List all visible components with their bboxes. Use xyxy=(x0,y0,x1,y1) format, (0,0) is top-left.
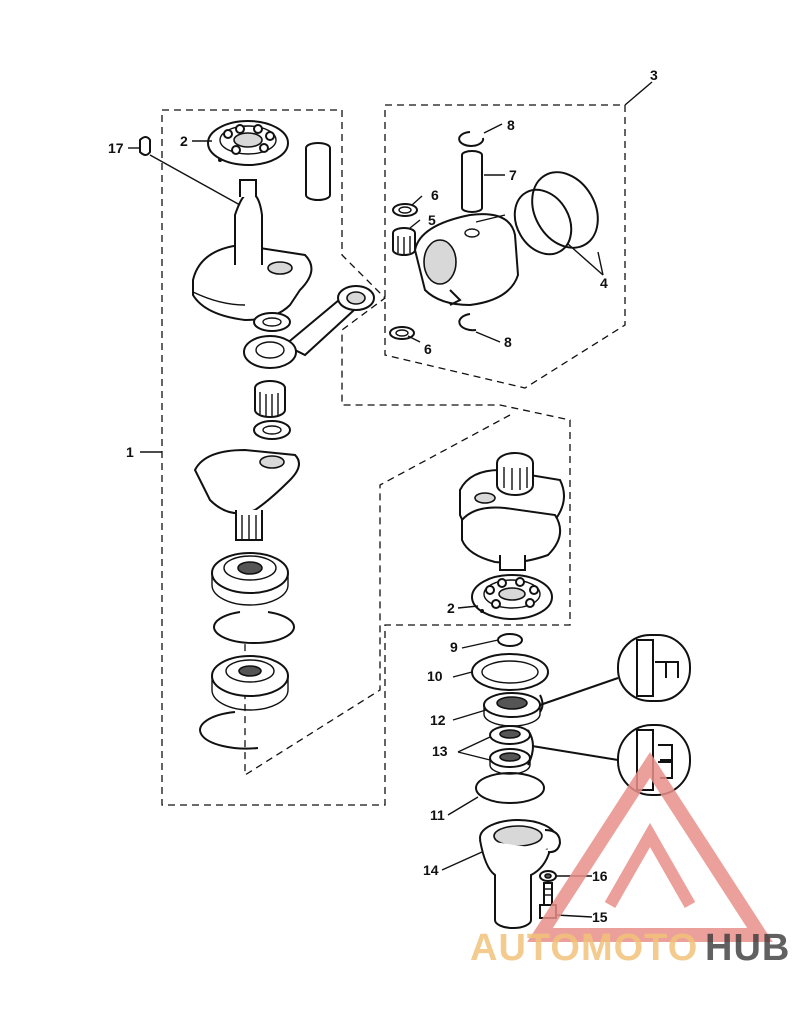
thrust-washer-upper xyxy=(253,312,291,332)
upper-crankshaft-half xyxy=(192,179,313,322)
retaining-ring-left xyxy=(213,611,295,644)
bearing-housing-14 xyxy=(479,819,562,929)
detail-inset-upper xyxy=(539,634,691,713)
thrust-washer-lower xyxy=(253,420,291,440)
piston-needle-bearing xyxy=(392,227,416,256)
watermark-text-secondary: HUB xyxy=(705,927,790,969)
piston-group-outline xyxy=(384,104,626,389)
callout-8-upper: 8 xyxy=(507,117,515,133)
lower-seal-carrier-left xyxy=(211,655,289,711)
callout-4: 4 xyxy=(600,275,608,291)
watermark-text: AUTOMOTO HUB xyxy=(470,927,790,969)
callout-labels: 17 2 1 3 8 7 6 5 4 8 6 2 9 10 12 13 11 1… xyxy=(108,67,658,925)
watermark-text-primary: AUTOMOTO xyxy=(470,927,698,969)
watermark-triangle-icon xyxy=(527,752,773,942)
watermark-logo xyxy=(527,752,773,942)
callout-16: 16 xyxy=(592,868,608,884)
callout-11: 11 xyxy=(430,807,445,823)
connecting-rod xyxy=(243,285,375,369)
piston-pin-lock-lower xyxy=(458,313,477,332)
crankshaft-group-outline xyxy=(161,109,571,806)
watermark-inner-mark xyxy=(604,822,696,908)
retaining-ring-left-lower xyxy=(199,711,259,750)
callout-14: 14 xyxy=(423,862,439,878)
o-ring-11 xyxy=(475,772,545,804)
callout-2-upper: 2 xyxy=(180,133,188,149)
callout-15: 15 xyxy=(592,909,608,925)
callout-7: 7 xyxy=(509,167,517,183)
assembly-connector-line xyxy=(244,414,511,777)
callout-17: 17 xyxy=(108,140,124,156)
callout-1: 1 xyxy=(126,444,134,460)
piston-pin-lock-upper xyxy=(458,131,485,147)
piston-rings xyxy=(513,171,599,256)
callout-10: 10 xyxy=(427,668,443,684)
callout-9: 9 xyxy=(450,639,458,655)
lower-crankshaft-half xyxy=(193,448,300,541)
piston xyxy=(413,213,520,307)
leader-lines xyxy=(128,81,653,918)
callout-13: 13 xyxy=(432,743,448,759)
piston-washer-upper xyxy=(392,203,418,217)
upper-ball-bearing xyxy=(207,120,289,166)
lower-ball-bearing-right xyxy=(471,574,553,620)
seal-12 xyxy=(483,692,541,727)
lower-left-ball-bearing xyxy=(211,552,289,606)
callout-8-lower: 8 xyxy=(504,334,512,350)
lockwasher-16 xyxy=(539,870,557,882)
seals-13 xyxy=(489,725,531,775)
callout-2-lower: 2 xyxy=(447,600,455,616)
piston-pin xyxy=(461,150,483,213)
crankshaft-assembly-right xyxy=(459,452,565,571)
callout-12: 12 xyxy=(430,712,446,728)
washer-10 xyxy=(471,653,549,691)
callout-5: 5 xyxy=(428,212,436,228)
crank-pin-upper xyxy=(305,142,331,201)
callout-6-lower: 6 xyxy=(424,341,432,357)
crank-needle-bearing xyxy=(254,380,286,418)
callout-3: 3 xyxy=(650,67,658,83)
callout-6-upper: 6 xyxy=(431,187,439,203)
key-part-17 xyxy=(139,136,151,156)
o-ring-small-9 xyxy=(497,633,523,647)
